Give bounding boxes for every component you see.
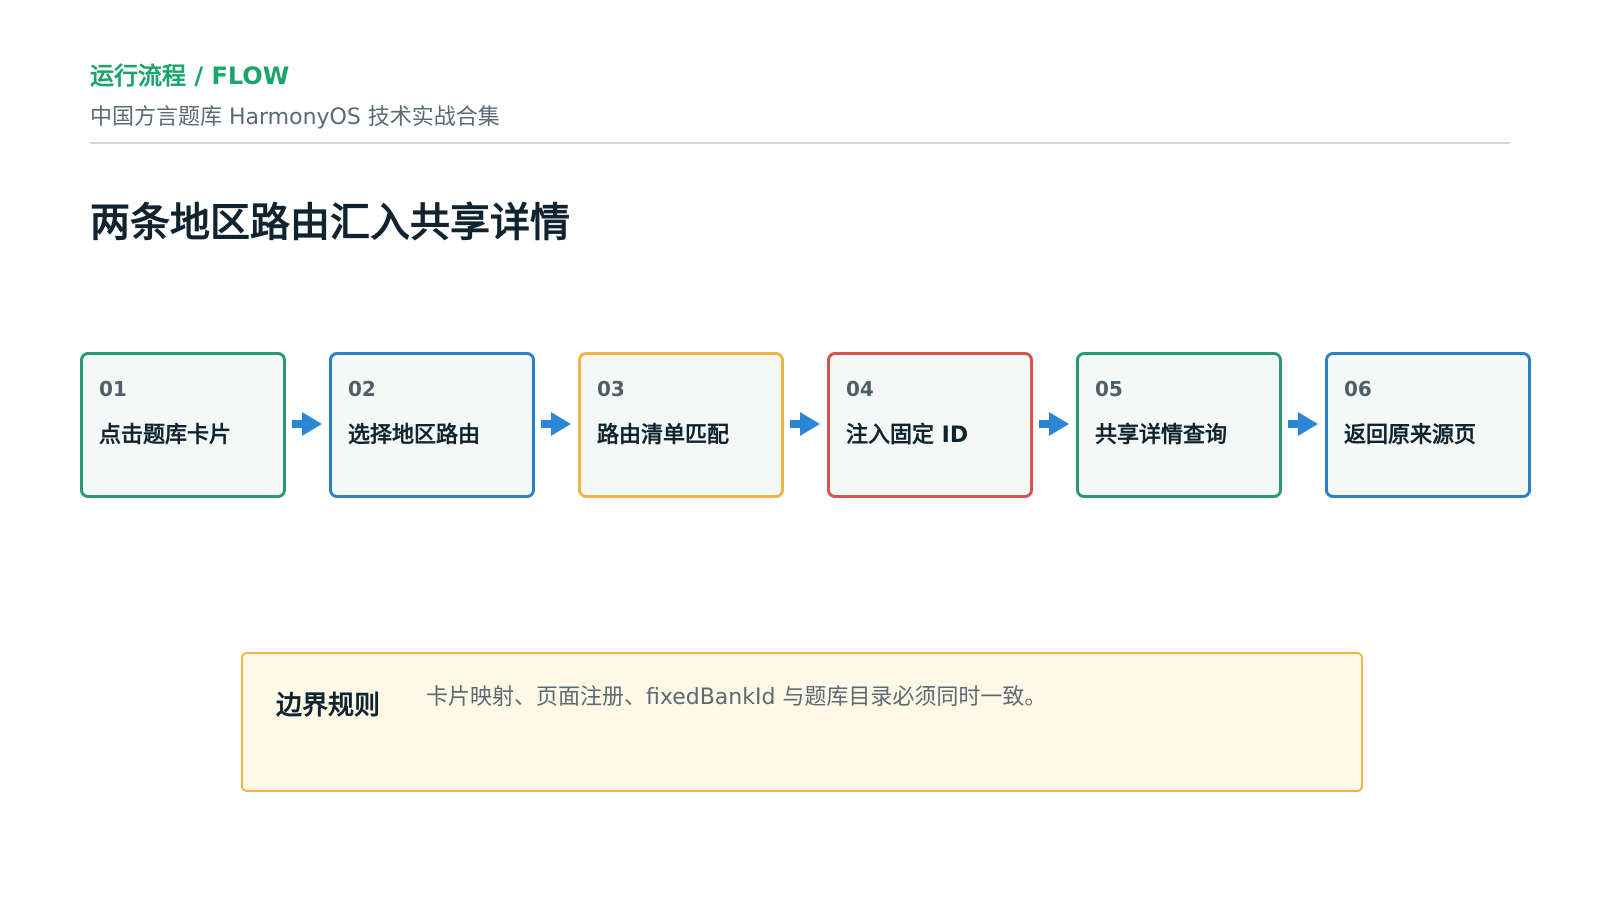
- rule-text: 卡片映射、页面注册、fixedBankId 与题库目录必须同时一致。: [426, 685, 1047, 710]
- flow-step-2: 02 选择地区路由: [329, 352, 535, 498]
- arrow-right-icon: [541, 411, 571, 437]
- step-label: 注入固定 ID: [846, 423, 969, 448]
- flow-diagram: 01 点击题库卡片 02 选择地区路由 03 路由清单匹配 04 注入固定 ID…: [80, 352, 1540, 502]
- step-label: 共享详情查询: [1095, 423, 1228, 448]
- flow-step-3: 03 路由清单匹配: [578, 352, 784, 498]
- section-tag: 运行流程 / FLOW: [90, 62, 290, 90]
- flow-step-6: 06 返回原来源页: [1325, 352, 1531, 498]
- rule-title: 边界规则: [276, 691, 381, 721]
- rule-callout: 边界规则 卡片映射、页面注册、fixedBankId 与题库目录必须同时一致。: [241, 652, 1363, 792]
- step-number: 02: [348, 377, 376, 401]
- page-title: 两条地区路由汇入共享详情: [90, 200, 570, 246]
- step-number: 05: [1095, 377, 1123, 401]
- header-divider: [90, 142, 1510, 144]
- flow-step-4: 04 注入固定 ID: [827, 352, 1033, 498]
- arrow-right-icon: [790, 411, 820, 437]
- step-label: 路由清单匹配: [597, 423, 730, 448]
- step-number: 01: [99, 377, 127, 401]
- arrow-right-icon: [1288, 411, 1318, 437]
- step-number: 04: [846, 377, 874, 401]
- step-number: 03: [597, 377, 625, 401]
- arrow-right-icon: [1039, 411, 1069, 437]
- flow-step-5: 05 共享详情查询: [1076, 352, 1282, 498]
- section-subtitle: 中国方言题库 HarmonyOS 技术实战合集: [90, 105, 500, 130]
- step-number: 06: [1344, 377, 1372, 401]
- arrow-right-icon: [292, 411, 322, 437]
- step-label: 点击题库卡片: [99, 423, 232, 448]
- step-label: 选择地区路由: [348, 423, 481, 448]
- step-label: 返回原来源页: [1344, 423, 1477, 448]
- flow-step-1: 01 点击题库卡片: [80, 352, 286, 498]
